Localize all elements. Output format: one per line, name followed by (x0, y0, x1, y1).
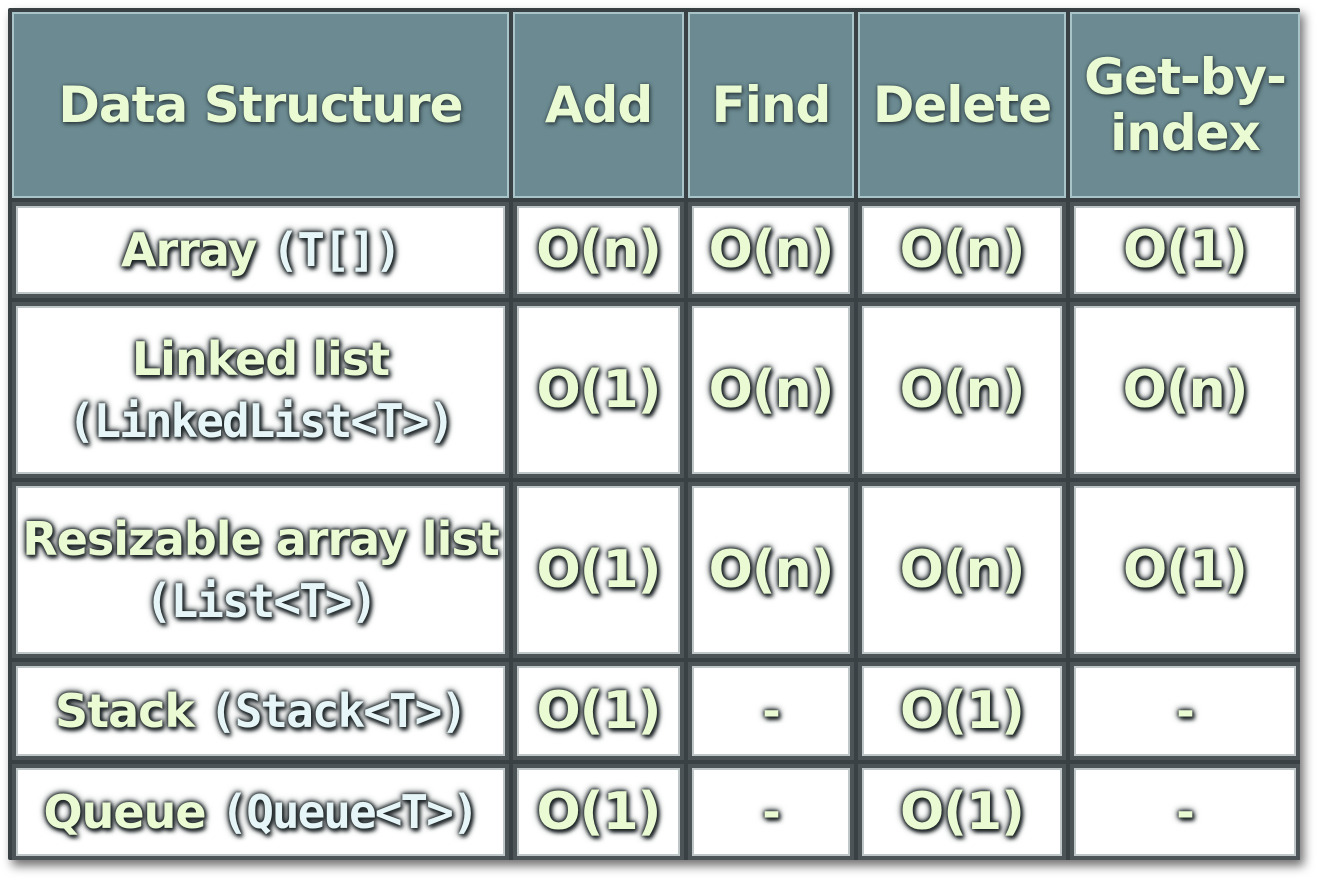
complexity-value: O(1) (536, 782, 662, 842)
structure-name-line: Queue (Queue<T>) (43, 781, 480, 843)
complexity-cell: O(n) (858, 202, 1066, 298)
header-label: Add (544, 76, 653, 134)
table-row-name-cell: Queue (Queue<T>) (12, 764, 509, 860)
structure-name-text: Array (120, 223, 272, 277)
structure-name-line: Array (T[]) (120, 219, 402, 281)
structure-name-text: Stack (55, 684, 210, 738)
complexity-value: O(1) (900, 782, 1025, 842)
header-get-by-index: Get-by- index (1070, 12, 1300, 198)
table-row-name-cell: Array (T[]) (12, 202, 509, 298)
complexity-cell: - (688, 662, 854, 760)
complexity-value: - (1172, 685, 1198, 737)
structure-name: Stack (Stack<T>) (55, 680, 468, 742)
table-row-name-cell: Resizable array list (List<T>) (12, 482, 509, 658)
structure-name: Queue (Queue<T>) (43, 781, 480, 843)
structure-name-text: Linked list (131, 332, 390, 386)
header-label: Delete (872, 76, 1052, 134)
structure-type-code: (T[]) (271, 223, 402, 277)
header-delete: Delete (858, 12, 1066, 198)
complexity-value: - (758, 685, 784, 737)
complexity-cell: O(1) (858, 764, 1066, 860)
complexity-value: O(n) (708, 360, 835, 420)
complexity-cell: O(1) (1070, 202, 1300, 298)
complexity-cell: - (1070, 662, 1300, 760)
complexity-value: - (758, 786, 784, 838)
complexity-cell: O(n) (858, 302, 1066, 478)
complexity-table: Data Structure Add Find Delete Get-by- i… (12, 12, 1300, 860)
structure-name: Linked list (LinkedList<T>) (67, 328, 455, 452)
complexity-cell: O(1) (513, 302, 684, 478)
complexity-cell: O(n) (858, 482, 1066, 658)
header-label: Find (711, 76, 832, 134)
complexity-value: O(1) (536, 681, 662, 741)
complexity-cell: O(n) (688, 482, 854, 658)
structure-name: Resizable array list (List<T>) (22, 508, 499, 632)
structure-name-text: Resizable array list (22, 512, 499, 566)
structure-type-code: (Queue<T>) (220, 785, 480, 839)
complexity-cell: O(n) (1070, 302, 1300, 478)
complexity-cell: O(1) (858, 662, 1066, 760)
complexity-value: O(1) (1123, 220, 1248, 280)
complexity-cell: - (1070, 764, 1300, 860)
complexity-cell: O(1) (513, 662, 684, 760)
complexity-value: O(n) (1122, 360, 1249, 420)
complexity-table-frame: Data Structure Add Find Delete Get-by- i… (8, 8, 1300, 860)
complexity-value: O(n) (536, 220, 662, 280)
complexity-cell: O(n) (513, 202, 684, 298)
complexity-value: O(n) (708, 220, 835, 280)
complexity-value: O(1) (536, 540, 662, 600)
structure-name-line: Linked list (68, 328, 453, 390)
header-find: Find (688, 12, 854, 198)
complexity-value: O(1) (1123, 540, 1248, 600)
complexity-cell: O(1) (1070, 482, 1300, 658)
structure-type-code: (Stack<T>) (209, 684, 468, 738)
complexity-cell: O(n) (688, 202, 854, 298)
complexity-value: - (1172, 786, 1198, 838)
table-row-name-cell: Linked list (LinkedList<T>) (12, 302, 509, 478)
structure-type-code: (List<T>) (144, 574, 378, 628)
structure-name-line: Stack (Stack<T>) (55, 680, 468, 742)
table-row-name-cell: Stack (Stack<T>) (12, 662, 509, 760)
complexity-value: O(n) (899, 360, 1026, 420)
complexity-cell: O(1) (513, 764, 684, 860)
complexity-value: O(n) (899, 220, 1026, 280)
complexity-value: O(n) (899, 540, 1026, 600)
complexity-value: O(n) (708, 540, 835, 600)
structure-name-text: Queue (43, 785, 221, 839)
complexity-cell: O(n) (688, 302, 854, 478)
header-data-structure: Data Structure (12, 12, 509, 198)
header-label: Data Structure (58, 76, 463, 134)
header-add: Add (513, 12, 684, 198)
header-label: Get-by- index (1084, 48, 1287, 162)
complexity-value: O(1) (536, 360, 662, 420)
complexity-value: O(1) (900, 681, 1025, 741)
complexity-cell: O(1) (513, 482, 684, 658)
complexity-cell: - (688, 764, 854, 860)
structure-name: Array (T[]) (120, 219, 402, 281)
structure-name-line: Resizable array list (22, 508, 499, 570)
structure-type-code: (LinkedList<T>) (67, 394, 455, 448)
